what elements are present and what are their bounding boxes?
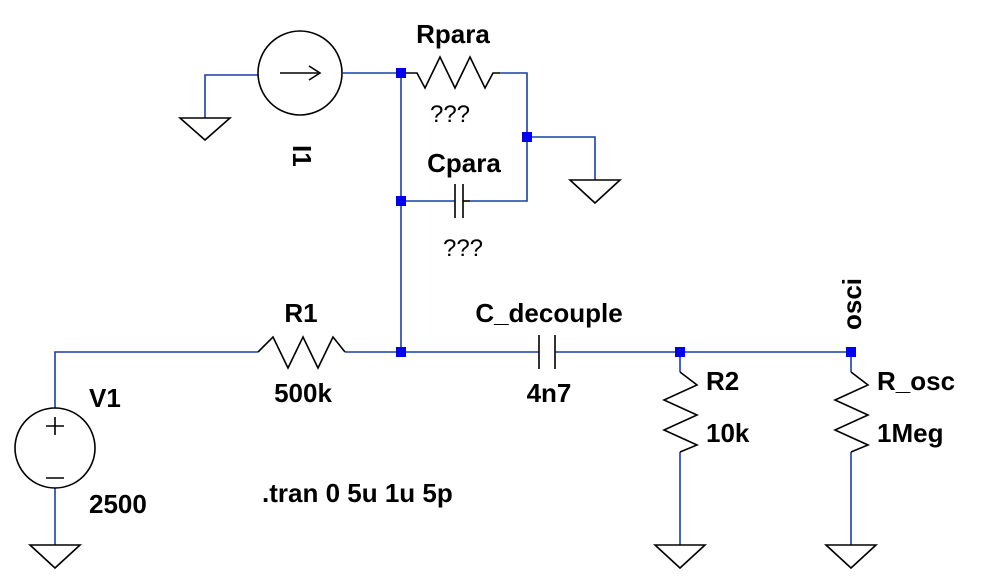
label-i1: I1: [287, 145, 317, 167]
label-r2: R2: [706, 366, 739, 396]
resistor-r-osc: [833, 371, 871, 453]
value-c-decouple: 4n7: [527, 378, 572, 408]
label-v1: V1: [89, 383, 121, 413]
capacitor-cpara: [454, 184, 470, 218]
value-cpara: ???: [443, 235, 483, 262]
wire-rpara-cpara-right: [470, 72, 528, 202]
node-main: [396, 347, 406, 357]
current-source-i1: [257, 30, 343, 116]
ground-icon-r-osc: [823, 544, 879, 570]
node-para-right: [522, 132, 532, 142]
value-r1: 500k: [274, 378, 332, 408]
value-v1: 2500: [89, 489, 147, 519]
net-label-osci: osci: [837, 278, 867, 330]
resistor-rpara: [401, 55, 500, 90]
node-top: [396, 68, 406, 78]
ground-icon-v1: [27, 544, 83, 570]
node-r2: [675, 347, 685, 357]
wire-i1-ground: [204, 74, 258, 118]
label-r1: R1: [284, 298, 317, 328]
label-r-osc: R_osc: [877, 366, 955, 396]
ground-icon-para: [567, 179, 623, 205]
value-rpara: ???: [430, 101, 470, 128]
node-cpara-left: [396, 196, 406, 206]
spice-directive: .tran 0 5u 1u 5p: [262, 478, 453, 508]
label-cpara: Cpara: [427, 148, 501, 178]
ground-icon-i1: [177, 117, 233, 142]
wires: [54, 72, 852, 545]
label-c-decouple: C_decouple: [475, 298, 622, 328]
capacitor-c-decouple: [538, 335, 556, 369]
node-osci: [846, 347, 856, 357]
wire-para-ground: [527, 136, 596, 180]
value-r-osc: 1Meg: [877, 418, 943, 448]
label-rpara: Rpara: [416, 19, 490, 49]
voltage-source-v1: [14, 407, 96, 489]
value-r2: 10k: [706, 418, 750, 448]
wire-v1-r1: [54, 351, 258, 408]
ground-icon-r2: [652, 544, 708, 570]
junction-nodes: [396, 68, 856, 357]
resistor-r2: [662, 371, 700, 453]
resistor-r1: [257, 335, 346, 370]
